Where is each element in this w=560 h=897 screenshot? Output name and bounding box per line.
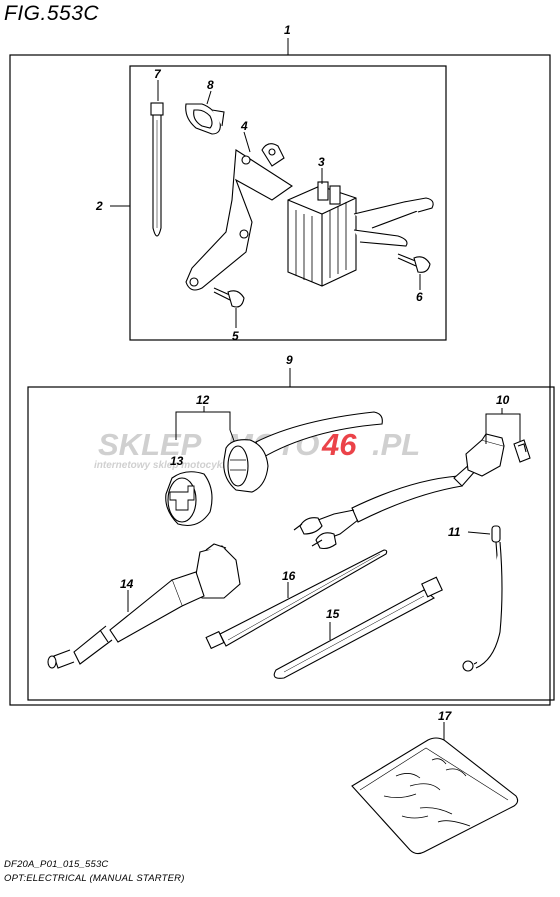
footer-model-code: DF20A_P01_015_553C [4, 859, 109, 870]
harness-part-10 [293, 433, 531, 550]
upper-kit-frame [129, 65, 447, 341]
callout-17: 17 [438, 709, 453, 723]
callout-14: 14 [120, 577, 134, 591]
callout-11: 11 [448, 525, 461, 539]
callout-15: 15 [326, 607, 340, 621]
callout-13: 13 [170, 454, 184, 468]
connector-part-12 [223, 411, 383, 493]
watermark-brand-left: SKLEP [98, 427, 202, 462]
watermark-brand-tld: .PL [372, 427, 420, 462]
callout-7: 7 [154, 67, 162, 81]
callout-bracket-12 [175, 406, 231, 430]
ground-lead-part-11 [462, 525, 503, 672]
cable-tie-part-16 [205, 549, 388, 650]
bag-part-17 [351, 737, 519, 855]
callout-10: 10 [496, 393, 510, 407]
figure-title: FIG.553C [4, 2, 100, 25]
callout-5: 5 [232, 329, 239, 343]
callout-9: 9 [286, 353, 293, 367]
bolt-part-6 [397, 253, 431, 273]
bracket-part-4 [185, 143, 293, 291]
callout-16: 16 [282, 569, 296, 583]
sensor-part-14 [47, 543, 241, 669]
bolt-part-5 [213, 287, 245, 308]
clamp-part-8 [185, 103, 225, 135]
callout-1: 1 [284, 23, 291, 37]
callout-12: 12 [196, 393, 210, 407]
callout-bracket-10 [485, 408, 521, 428]
callout-6: 6 [416, 290, 423, 304]
cable-tie-part-7 [150, 102, 164, 237]
outer-frame [9, 54, 551, 706]
callout-2: 2 [95, 199, 103, 213]
harness-kit-frame [27, 386, 555, 701]
watermark-tagline: internetowy sklep motocyklowy [94, 460, 245, 471]
callout-3: 3 [318, 155, 325, 169]
regulator-part-3 [287, 181, 434, 287]
cable-tie-part-15 [273, 576, 443, 679]
callout-4: 4 [240, 119, 248, 133]
connector-cap-part-13 [165, 471, 213, 527]
callout-8: 8 [207, 78, 214, 92]
footer-description: OPT:ELECTRICAL (MANUAL STARTER) [4, 873, 185, 884]
